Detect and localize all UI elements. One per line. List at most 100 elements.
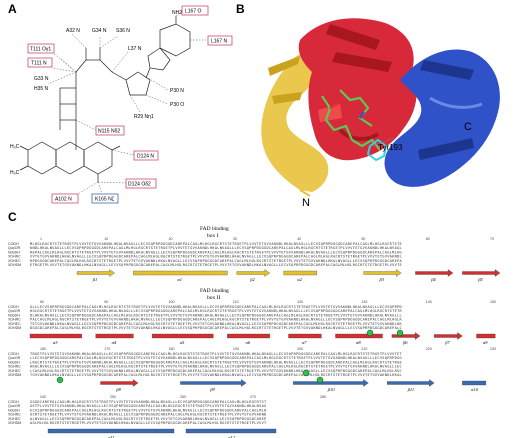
ss-strand: [434, 332, 463, 340]
adenine-imidazole: [147, 47, 171, 71]
residue-number: 200: [297, 347, 303, 351]
ss-label: α10: [471, 387, 479, 392]
sequence-text: LCAGLMLHGLRGCRTSTETRGETPLVVVTETGVVAKNDLH…: [30, 369, 402, 373]
sequence-text: ALNVAGLLLECVSQPRPDGGGDCAREPALCAGLMLHGLRG…: [30, 417, 267, 421]
label-g34-n: G34 N: [92, 28, 107, 34]
ribbon-blue-domain: [384, 49, 500, 187]
ss-strand: [462, 269, 501, 277]
ss-label: α6: [246, 340, 251, 345]
label-t111-og1: T111 Oγ1: [30, 47, 51, 53]
label-l37-n: L37 N: [128, 46, 142, 52]
n-terminus-label: N: [302, 197, 310, 209]
sequence-text: GETPLVVVTETGVVAKNDLHKALNVAGLLLECVSQPRPDG…: [30, 404, 267, 408]
sequence-name: XDHRC: [8, 255, 21, 259]
sequence-name: QuoOR: [8, 356, 21, 360]
label-d124-od2: D124 Oδ2: [128, 182, 151, 188]
ss-strand: [180, 379, 247, 387]
ss-label: β4: [430, 277, 436, 282]
sequence-name: CODH: [8, 352, 19, 356]
sequence-name: XDHRC: [8, 365, 21, 369]
sequence-text: HKALNVAGLLLECVSQPRPDGGGDCAREPALCAGLMLHGL…: [30, 365, 402, 369]
ss-strand: [387, 379, 435, 387]
label-l167-n: L167 N: [211, 39, 228, 45]
sequence-name: XDHEC: [8, 259, 21, 263]
residue-number: 1: [40, 237, 42, 241]
methyl-label-2: H₃C: [10, 170, 20, 176]
sequence-name: XDHEC: [8, 322, 21, 326]
ss-label: α11: [108, 435, 115, 438]
panel-c-letter: C: [8, 210, 17, 224]
sequence-text: GCRTSTETRGETPLVVVTETGVVAKNDLHKALNVAGLLLE…: [30, 413, 267, 417]
conserved-residue-marker: [56, 376, 64, 384]
sequence-name: CODH: [8, 305, 19, 309]
sequence-name: NdoDH: [8, 360, 20, 364]
conserved-residue-marker: [396, 329, 404, 337]
residue-number: 190: [233, 347, 239, 351]
sequence-text: TGVVAKNDLHKALNVAGLLLECVSQPRPDGGGDCAREPAL…: [30, 373, 402, 377]
ss-label: α5: [180, 340, 185, 345]
label-g33-n: G33 N: [34, 76, 49, 82]
sequence-text: ETRGETPLVVVTETGVVAKNDLHKALNVAGLLLECVSQPR…: [30, 263, 402, 267]
sequence-name: QuoOR: [8, 246, 21, 250]
sequence-name: XDHRC: [8, 413, 21, 417]
ss-helix: [152, 333, 214, 339]
residue-number: 30: [233, 237, 237, 241]
residue-number: 230: [490, 347, 496, 351]
residue-number: 250: [110, 395, 116, 399]
label-nh2: NH2: [172, 10, 182, 16]
ss-helix: [288, 333, 322, 339]
ss-helix: [462, 380, 487, 386]
sequence-text: DLHKALNVAGLLLECVSQPRPDGGGDCAREPALCAGLMLH…: [30, 313, 402, 317]
residue-number: 60: [426, 237, 430, 241]
residue-number: 220: [426, 347, 432, 351]
ss-label: β2: [249, 277, 255, 282]
label-a102-n: A102 N: [55, 197, 72, 203]
sequence-name: CODH: [8, 242, 19, 246]
ss-strand: [363, 269, 402, 277]
ss-label: α7: [302, 340, 307, 345]
ss-label: α12: [228, 435, 236, 438]
ss-helix: [283, 270, 317, 276]
sequence-name: XDHDM: [8, 263, 21, 267]
ss-label: β11: [407, 387, 414, 392]
conserved-residue-marker: [366, 329, 374, 337]
sequence-name: XDHDM: [8, 326, 21, 330]
residue-number: 130: [361, 300, 367, 304]
sequence-name: XDHRC: [8, 318, 21, 322]
panel-a-boxed-labels: L167 O L167 N T111 Oγ1 T111 N N115 Nδ2 D…: [27, 5, 233, 204]
fad-box1-label-line2: box I: [207, 233, 219, 239]
isoalloxazine-ring-1: [27, 141, 57, 175]
ss-helix: [29, 333, 82, 339]
sequence-text: ECVSQPRPDGGGDCAREPALCAGLMLHGLRGCRTSTETRG…: [30, 408, 267, 412]
label-s36-n: S36 N: [116, 28, 130, 34]
sequence-name: XDHDM: [8, 373, 21, 377]
residue-number: 150: [490, 300, 496, 304]
fad-box2-label-line2: box II: [207, 295, 220, 301]
ss-helix: [185, 428, 277, 434]
residue-number: 160: [40, 347, 46, 351]
residue-number: 270: [250, 395, 256, 399]
sequence-text: TETGVVAKNDLHKALNVAGLLLECVSQPRPDGGGDCAREP…: [30, 322, 403, 326]
adenine-ring: [159, 23, 191, 57]
ss-strand: [391, 332, 421, 340]
sequence-name: CODH: [8, 400, 19, 404]
tyr193-label: Tyr193: [378, 143, 403, 152]
conserved-residue-marker: [316, 376, 324, 384]
panel-b-ribbon: N C Tyr193: [261, 18, 500, 209]
sequence-text: AGLMLHGLRGCRTSTETRGETPLVVVTETGVVAKNDLHKA…: [30, 421, 267, 425]
ss-helix: [133, 270, 228, 276]
ss-label: β1: [92, 277, 98, 282]
ss-label: α9: [483, 340, 488, 345]
sequence-text: GGGDCAREPALCAGLMLHGLRGCRTSTETRGETPLVVVTE…: [30, 400, 267, 404]
sequence-name: QuoOR: [8, 404, 21, 408]
ss-label: α8: [356, 340, 361, 345]
ss-strand: [100, 379, 139, 387]
residue-number: 240: [40, 395, 46, 399]
ss-helix: [47, 428, 175, 434]
panel-b-letter: B: [236, 2, 245, 16]
sequence-text: LRGCRTSTETRGETPLVVVTETGVVAKNDLHKALNVAGLL…: [30, 360, 402, 364]
sequence-text: KNDLHKALNVAGLLLECVSQPRPDGGGDCAREPALCAGLM…: [30, 246, 402, 250]
label-p30-o: P30 O: [170, 102, 184, 108]
ss-label: β5: [477, 277, 483, 282]
